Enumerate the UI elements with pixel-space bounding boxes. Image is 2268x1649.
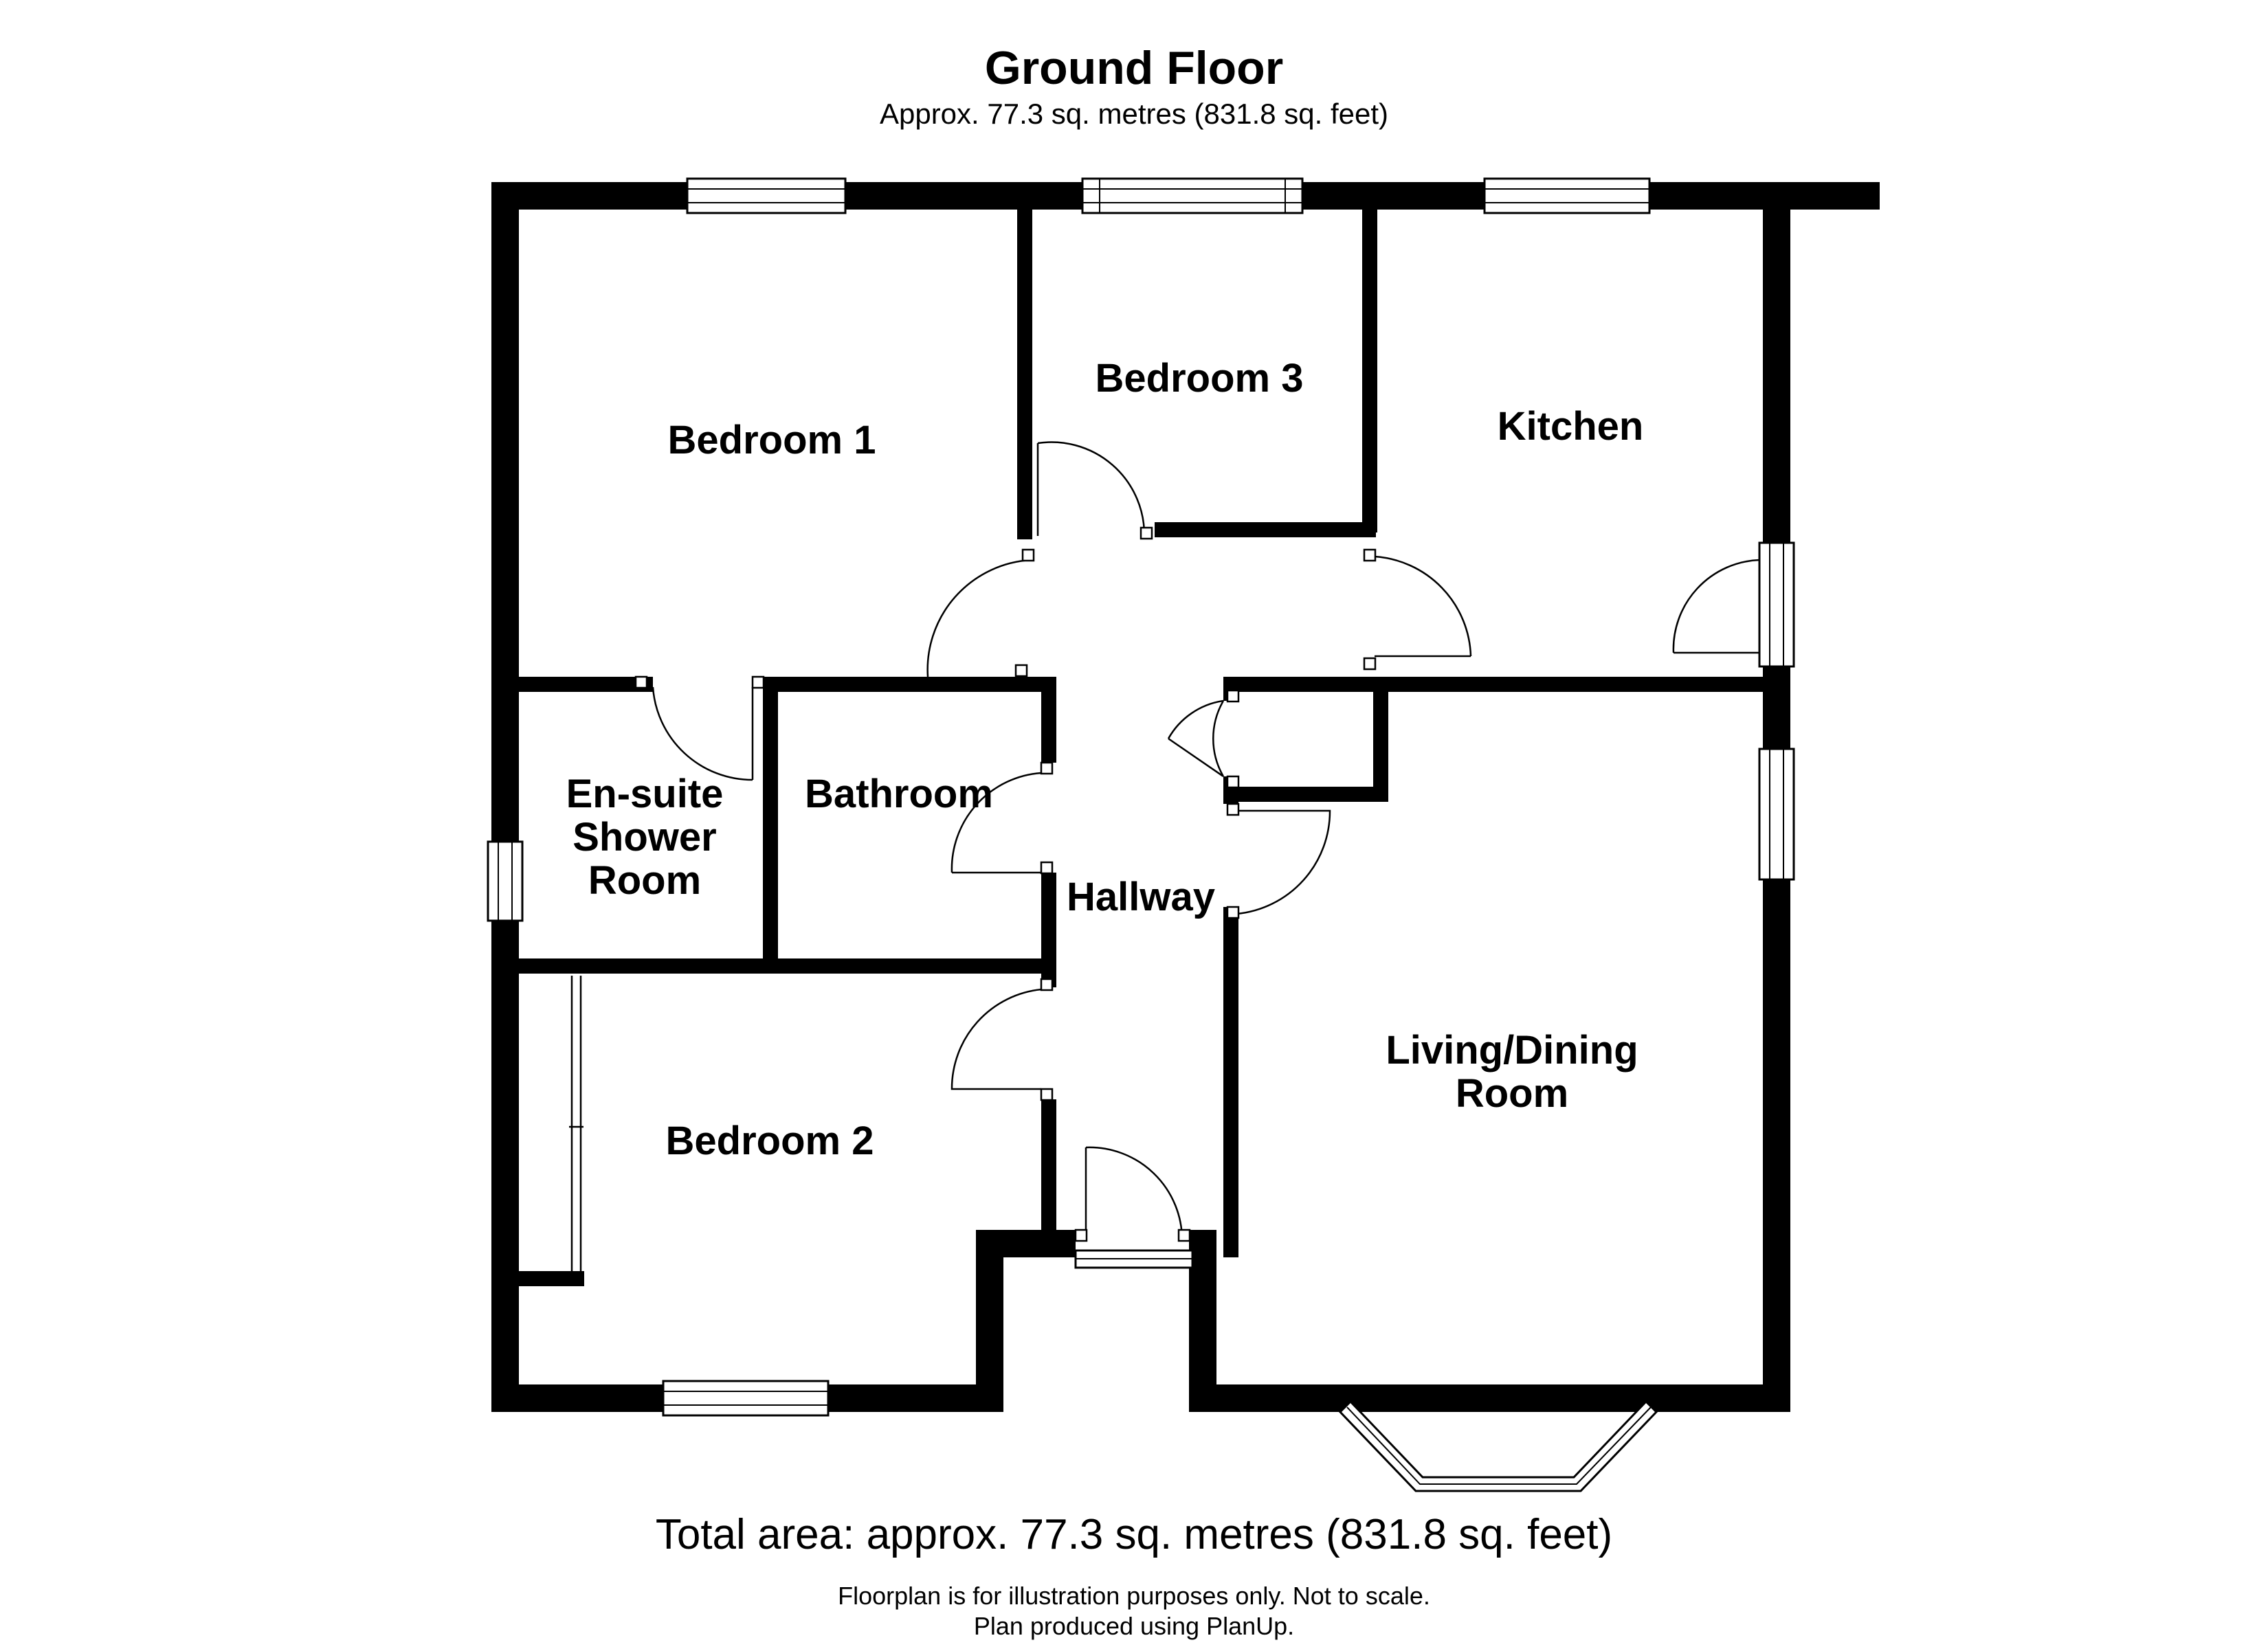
- bottom-windows: [662, 1249, 1194, 1417]
- bay-window: [1338, 1400, 1658, 1492]
- interior-walls: [519, 210, 1763, 1286]
- floor-title: Ground Floor: [984, 42, 1284, 94]
- room-label-hallway: Hallway: [1067, 875, 1215, 919]
- disclaimer-line-2: Plan produced using PlanUp.: [973, 1612, 1295, 1640]
- room-label-ensuite-line-3: Room: [588, 858, 701, 903]
- room-label-bedroom-1: Bedroom 1: [668, 418, 876, 462]
- room-label-living-line-2: Room: [1456, 1071, 1568, 1116]
- disclaimer-line-1: Floorplan is for illustration purposes o…: [838, 1582, 1430, 1610]
- room-label-living-line-1: Living/Dining: [1386, 1028, 1638, 1073]
- top-windows: [686, 177, 1651, 214]
- room-label-bedroom-3: Bedroom 3: [1096, 356, 1304, 401]
- room-label-bedroom-2: Bedroom 2: [666, 1119, 874, 1163]
- room-label-ensuite-line-1: En-suite: [566, 772, 724, 816]
- room-label-ensuite-line-2: Shower: [572, 815, 717, 860]
- side-windows: [487, 541, 1795, 922]
- room-label-bathroom: Bathroom: [805, 772, 993, 816]
- floor-area-subtitle: Approx. 77.3 sq. metres (831.8 sq. feet): [879, 98, 1389, 130]
- room-label-kitchen: Kitchen: [1498, 404, 1644, 449]
- total-area-text: Total area: approx. 77.3 sq. metres (831…: [655, 1511, 1613, 1558]
- doors: [634, 441, 1760, 1242]
- wardrobe: [569, 976, 583, 1271]
